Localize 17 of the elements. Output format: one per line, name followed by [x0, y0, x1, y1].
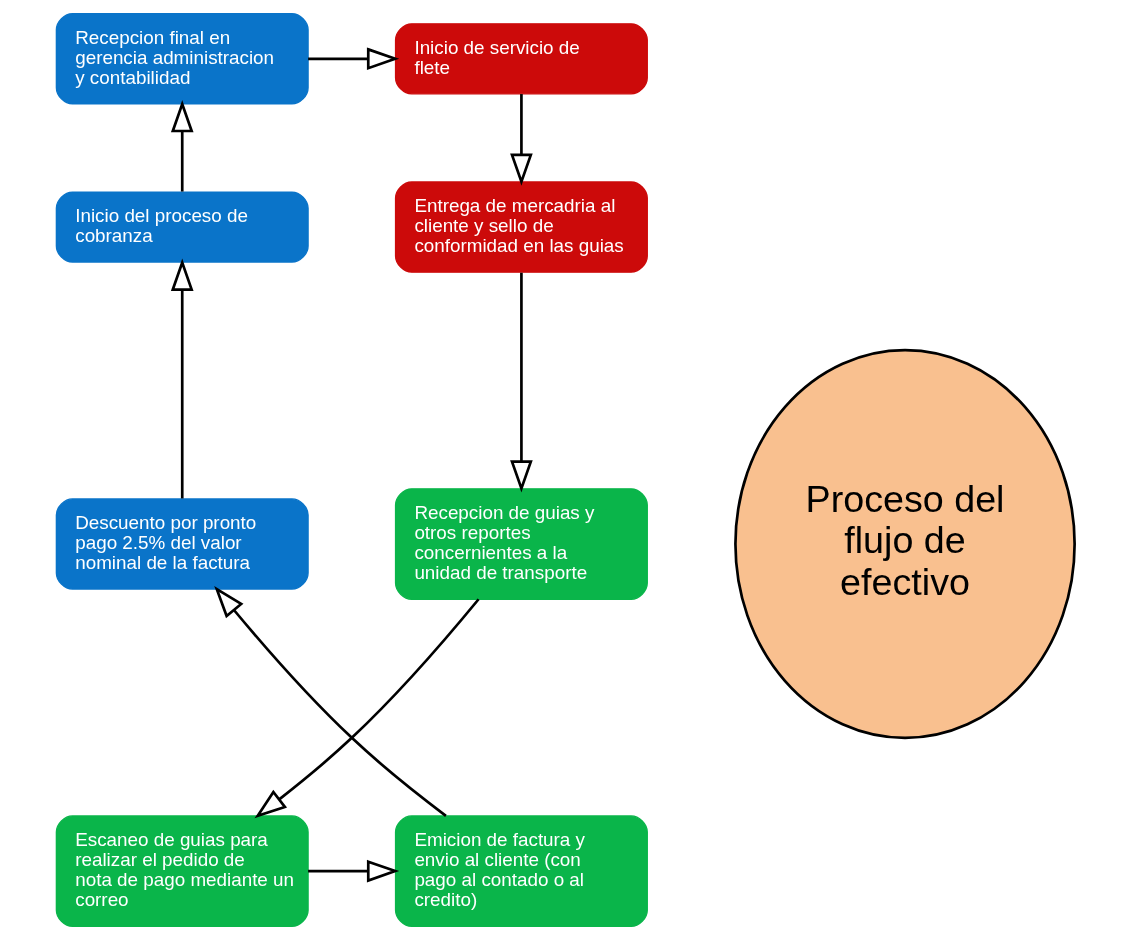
- arrow: [510, 272, 533, 493]
- node-box: Recepcion final en gerencia administracion y contabilidad: [55, 13, 309, 105]
- node-box: Escaneo de guias para realizar el pedido de nota de pago mediante un correo: [55, 815, 309, 927]
- node-box: Descuento por pronto pago 2.5% del valor nominal de la factura: [55, 498, 309, 590]
- arrow: [254, 598, 480, 819]
- arrow: [214, 586, 447, 817]
- arrow: [510, 94, 533, 186]
- arrow: [308, 859, 400, 883]
- node-box: Recepcion de guias y otros reportes concernientes a la unidad de transporte: [394, 488, 648, 600]
- node-box: Inicio del proceso de cobranza: [55, 191, 309, 263]
- node-box: Inicio de servicio de flete: [394, 23, 648, 95]
- arrow: [170, 100, 194, 192]
- arrow: [170, 258, 194, 499]
- node-box: Emicion de factura y envio al cliente (con pago al contado o al credito): [394, 815, 648, 927]
- node-ellipse: Proceso del flujo de efectivo: [734, 348, 1076, 740]
- arrow: [308, 47, 400, 71]
- node-box: Entrega de mercadria al cliente y sello de conformidad en las guias: [394, 181, 648, 273]
